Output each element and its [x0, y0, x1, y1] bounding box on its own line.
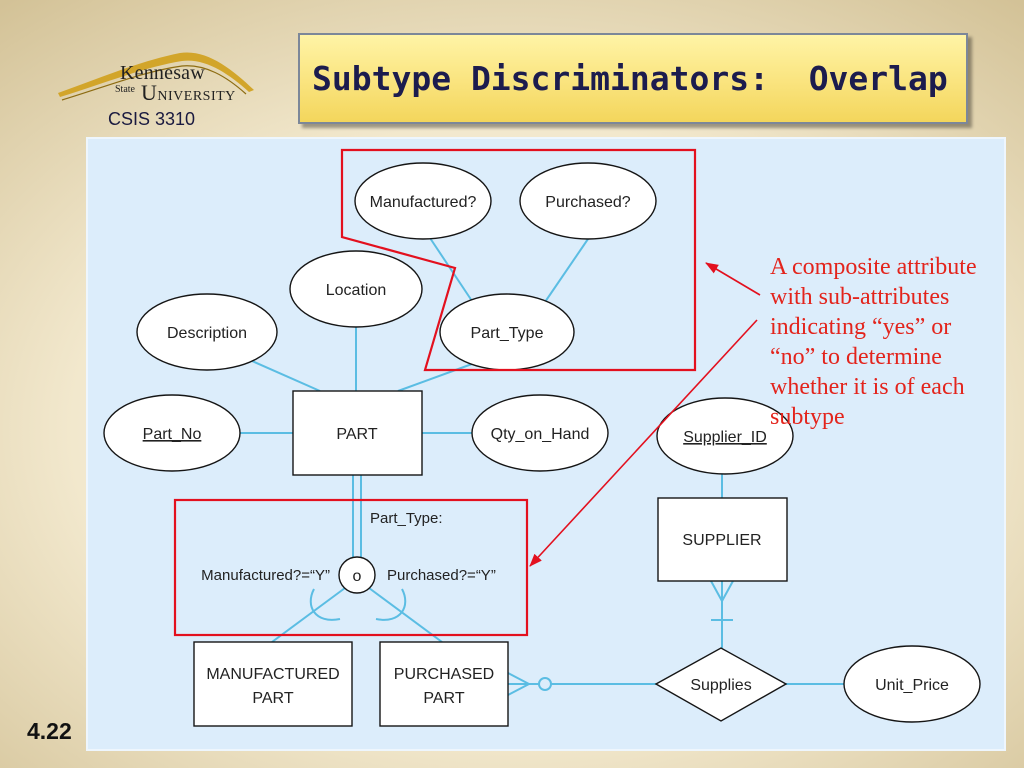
discriminator-label: Part_Type: [370, 510, 443, 527]
arrow-to-discriminator [529, 319, 758, 567]
attribute-part-type: Part_Type [439, 293, 575, 371]
connector-purchased-to-part-type [544, 238, 589, 303]
attribute-ellipse [519, 162, 657, 240]
highlight-subtype-discriminator [173, 498, 529, 637]
title-box: Subtype Discriminators: Overlap [298, 33, 968, 124]
entity-box [292, 390, 423, 476]
attribute-ellipse [656, 397, 794, 475]
purchased-condition: Purchased?=“Y” [387, 567, 496, 584]
attribute-qty-on-hand: Qty_on_Hand [471, 394, 609, 472]
annotation-line: whether it is of each [770, 374, 965, 400]
crows-foot-purchased-part [507, 672, 532, 696]
annotation-line: indicating “yes” or [770, 314, 952, 340]
attribute-label: Description [167, 325, 247, 342]
subset-symbol-left [309, 588, 341, 621]
entity-box [193, 641, 353, 727]
identifier-label: Part_No [143, 426, 202, 443]
attribute-purchased: Purchased? [519, 162, 657, 240]
connector-manufactured-to-part-type [429, 237, 473, 302]
slide-number: 4.22 [27, 718, 72, 744]
connector-circle-to-purchased-part [368, 587, 443, 643]
attribute-ellipse [103, 394, 241, 472]
entity-supplier: SUPPLIER [657, 497, 788, 582]
entity-box [379, 641, 509, 727]
attribute-label: Location [326, 282, 387, 299]
arrow-to-composite-attribute [705, 262, 761, 296]
attribute-ellipse [843, 645, 981, 723]
subtype-discriminator: o Part_Type: Manufactured?=“Y” Purchased… [201, 510, 496, 594]
entity-label-line: MANUFACTURED [206, 666, 339, 683]
attribute-ellipse [354, 162, 492, 240]
entity-label-line: PART [423, 690, 464, 707]
entity-label: PART [336, 426, 377, 443]
attribute-ellipse [289, 250, 423, 328]
logo-state-text: State [115, 84, 135, 95]
entity-box [657, 497, 788, 582]
university-logo-mountain [58, 52, 254, 101]
connector-part-to-subtype-circle [352, 475, 362, 558]
annotation-line: A composite attribute [770, 254, 977, 280]
attribute-manufactured: Manufactured? [354, 162, 492, 240]
entity-manufactured-part: MANUFACTURED PART [193, 641, 353, 727]
attribute-supplier-id: Supplier_ID [656, 397, 794, 475]
attribute-label: Qty_on_Hand [491, 426, 590, 443]
connector-circle-to-manufactured-part [271, 587, 346, 643]
slide-title: Subtype Discriminators: Overlap [312, 59, 948, 98]
attribute-label: Manufactured? [370, 194, 477, 211]
annotation-line: “no” to determine [770, 344, 942, 370]
overlap-circle [338, 556, 376, 594]
optional-circle-purchased-part [538, 677, 552, 691]
annotation-callout: A composite attribute with sub-attribute… [770, 252, 977, 432]
subset-symbol-right [375, 588, 407, 621]
attribute-description: Description [136, 293, 278, 371]
attribute-label: Unit_Price [875, 677, 949, 694]
attribute-unit-price: Unit_Price [843, 645, 981, 723]
relationship-supplies: Supplies [654, 647, 788, 722]
logo-university-text: UNIVERSITY [141, 80, 236, 105]
course-code: CSIS 3310 [108, 109, 196, 129]
highlight-composite-attribute [340, 148, 697, 372]
attribute-ellipse [136, 293, 278, 371]
entity-label: SUPPLIER [682, 532, 761, 549]
identifier-label: Supplier_ID [683, 429, 767, 446]
attribute-label: Purchased? [545, 194, 630, 211]
entity-part: PART [292, 390, 423, 476]
overlap-symbol: o [353, 568, 362, 585]
relationship-diamond [654, 647, 788, 722]
entity-label-line: PURCHASED [394, 666, 494, 683]
attribute-ellipse [471, 394, 609, 472]
attribute-part-no: Part_No [103, 394, 241, 472]
crows-foot-supplier [710, 580, 734, 604]
logo-name-text: Kennesaw [120, 62, 205, 84]
attribute-location: Location [289, 250, 423, 328]
connector-description-to-part [251, 360, 321, 392]
attribute-label: Part_Type [471, 325, 544, 342]
connector-part-type-to-part [397, 363, 473, 392]
entity-purchased-part: PURCHASED PART [379, 641, 509, 727]
relationship-label: Supplies [690, 677, 751, 694]
annotation-line: with sub-attributes [770, 284, 950, 310]
manufactured-condition: Manufactured?=“Y” [201, 567, 330, 584]
entity-label-line: PART [252, 690, 293, 707]
annotation-line: subtype [770, 404, 845, 430]
